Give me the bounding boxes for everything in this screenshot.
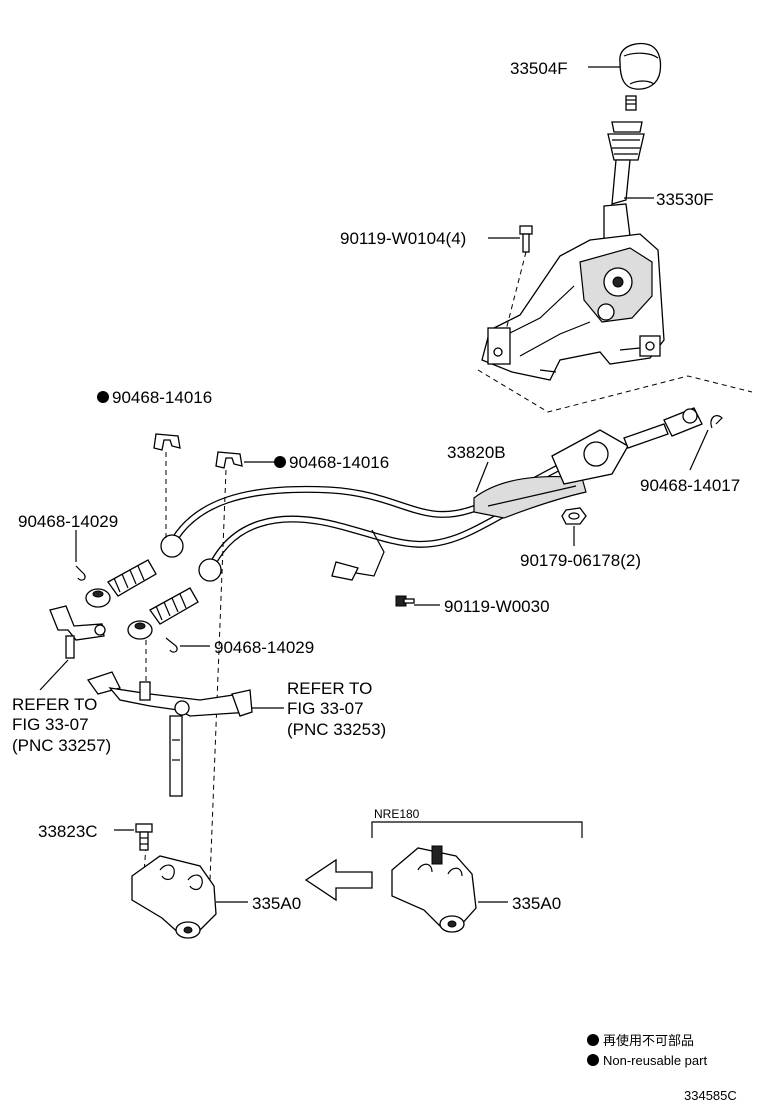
label-refer-left-2: FIG 33-07	[12, 715, 89, 734]
label-clip-top-left: 90468-14016	[112, 388, 212, 407]
label-refer-right-3: (PNC 33253)	[287, 720, 386, 739]
lever-bolt[interactable]	[519, 225, 533, 253]
label-clip-left: 90468-14029	[18, 512, 118, 531]
label-clip-low: 90468-14029	[214, 638, 314, 657]
label-bracket-right: 335A0	[512, 894, 561, 913]
clip-right[interactable]	[710, 415, 723, 429]
leader-clip-right	[689, 429, 709, 471]
legend-marker-jp	[587, 1034, 599, 1046]
cable-eye-end-left[interactable]	[85, 588, 111, 608]
bracket-bolt[interactable]	[395, 595, 415, 607]
leader-refer-left	[39, 659, 69, 691]
label-refer-left-3: (PNC 33257)	[12, 736, 111, 755]
clip-top-mid[interactable]	[215, 451, 243, 469]
clip-left[interactable]	[75, 565, 86, 581]
nut[interactable]	[561, 507, 587, 525]
label-nut: 90179-06178(2)	[520, 551, 641, 570]
label-variant-group: NRE180	[374, 807, 420, 821]
label-refer-right-2: FIG 33-07	[287, 699, 364, 718]
legend-text-jp: 再使用不可部品	[603, 1033, 694, 1048]
direction-arrow	[304, 858, 373, 902]
label-clip-top-mid: 90468-14016	[289, 453, 389, 472]
clip-low[interactable]	[165, 637, 178, 653]
shift-lever-housing[interactable]	[481, 233, 665, 381]
label-clip-right: 90468-14017	[640, 476, 740, 495]
cable-eye-end-right[interactable]	[127, 620, 153, 640]
cable-assembly[interactable]	[107, 407, 703, 625]
non-reusable-marker-1	[97, 391, 109, 403]
legend-marker-en	[587, 1054, 599, 1066]
clip-top-left[interactable]	[153, 433, 181, 451]
select-bracket-left[interactable]	[49, 605, 106, 659]
leader-cable-assy	[475, 461, 489, 493]
bracket-left[interactable]	[131, 855, 217, 939]
label-knob: 33504F	[510, 59, 568, 78]
bracket-right[interactable]	[391, 845, 477, 933]
label-bracket-bolt: 90119-W0030	[444, 597, 550, 616]
bolt-guide-line	[505, 251, 527, 331]
shift-knob[interactable]	[619, 42, 662, 111]
guide-line-2	[209, 469, 227, 881]
figure-id: 334585C	[684, 1088, 737, 1103]
label-cable-assy: 33820B	[447, 443, 506, 462]
label-refer-right-1: REFER TO	[287, 679, 372, 698]
variant-bracket-line	[371, 821, 583, 838]
shift-lever[interactable]	[603, 121, 645, 243]
select-lever[interactable]	[86, 671, 253, 797]
label-bottom-bolt: 33823C	[38, 822, 98, 841]
non-reusable-marker-2	[274, 456, 286, 468]
label-bolt-lever: 90119-W0104(4)	[340, 229, 466, 248]
label-bracket-left: 335A0	[252, 894, 301, 913]
label-refer-left-1: REFER TO	[12, 695, 97, 714]
label-lever: 33530F	[656, 190, 714, 209]
housing-base-outline	[477, 369, 753, 413]
legend-text-en: Non-reusable part	[603, 1053, 707, 1068]
bottom-bolt[interactable]	[135, 823, 153, 851]
